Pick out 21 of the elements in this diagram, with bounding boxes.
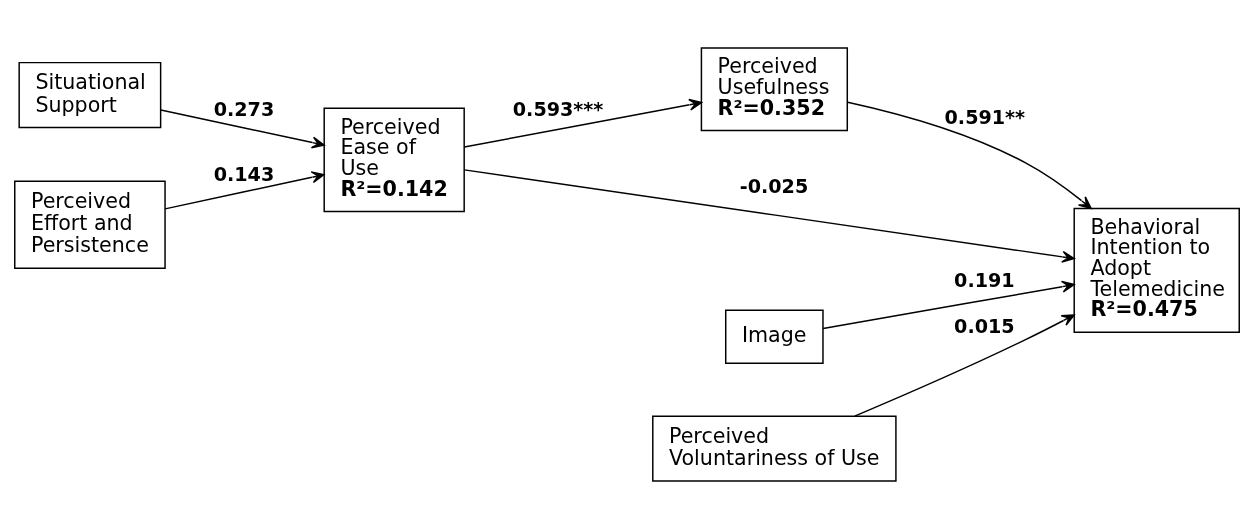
arrow xyxy=(463,98,703,148)
node-box: Perceived Effort and Persistence xyxy=(14,180,166,269)
node-box: Situational Support xyxy=(18,61,162,129)
node-box: Perceived Usefulness R²=0.352 xyxy=(700,47,849,132)
arrow xyxy=(160,109,325,149)
arrow xyxy=(164,171,325,210)
node-box: Perceived Voluntariness of Use xyxy=(652,415,897,482)
edge-label: 0.015 xyxy=(954,314,1015,338)
node-box: Behavioral Intention to Adopt Telemedicine R²=0.475 xyxy=(1073,207,1240,333)
node-box: Image xyxy=(725,309,824,364)
edge-label: 0.191 xyxy=(954,269,1015,293)
edge-label: 0.593*** xyxy=(512,98,604,122)
arrow xyxy=(854,314,1075,417)
arrow xyxy=(822,280,1075,330)
arrow xyxy=(846,101,1092,210)
edge-label: 0.273 xyxy=(213,98,275,122)
edge-label: 0.143 xyxy=(213,163,275,187)
edge-label: 0.591** xyxy=(944,105,1026,129)
edge-label: -0.025 xyxy=(739,174,809,198)
arrow xyxy=(463,169,1075,263)
node-box: Perceived Ease of Use R²=0.142 xyxy=(323,107,465,213)
